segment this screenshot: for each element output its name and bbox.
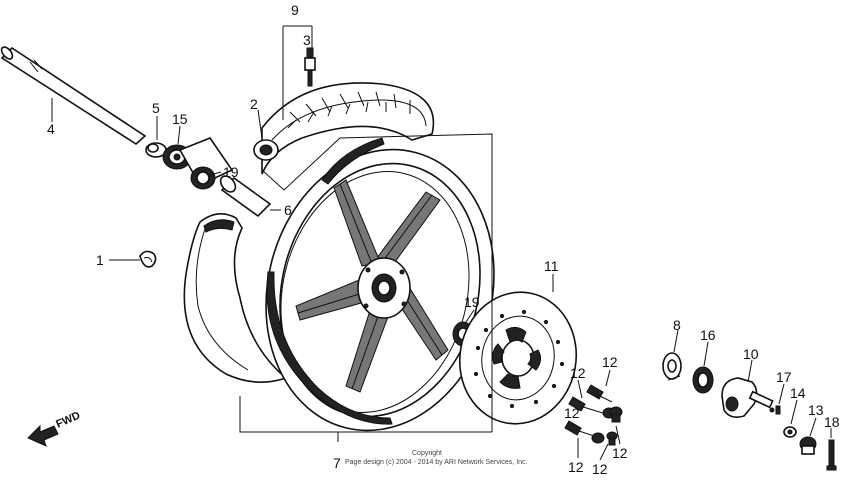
callout-12a: 12 [602,354,618,370]
copyright-line-1: Copyright [412,450,442,457]
disc-bolt-3[interactable] [609,406,623,423]
callout-8: 8 [673,317,681,333]
callout-2: 2 [250,96,258,112]
callout-14: 14 [790,385,806,401]
callout-12f: 12 [592,461,608,477]
fwd-direction-arrow: FWD [27,410,82,447]
washer[interactable] [783,426,797,438]
callout-17: 17 [776,369,792,385]
callout-11: 11 [544,258,559,274]
dust-seal[interactable] [692,366,714,394]
callout-15: 15 [172,111,188,127]
copyright-line-2: Page design (c) 2004 - 2014 by ARI Netwo… [345,459,528,466]
tire[interactable] [253,82,435,175]
axle[interactable] [0,45,147,146]
retainer[interactable] [662,352,682,381]
callout-1: 1 [96,252,104,268]
copyright-notice: Copyright Page design (c) 2004 - 2014 by… [345,450,528,466]
callout-5: 5 [152,100,160,116]
callout-10: 10 [743,346,759,362]
speedometer-cable-fitting[interactable] [799,436,817,455]
distance-collar[interactable] [218,173,272,218]
callout-16: 16 [700,327,716,343]
callout-4: 4 [47,121,55,137]
brake-disc[interactable] [449,283,586,433]
tire-valve[interactable] [304,47,316,87]
callout-19a: 19 [223,164,239,180]
callout-12d: 12 [612,445,628,461]
callout-12b: 12 [570,365,586,381]
collar[interactable] [145,142,167,158]
callout-12c: 12 [564,405,580,421]
rim-band-clip[interactable] [139,250,157,268]
bearing-inner[interactable] [178,137,234,190]
callout-12e: 12 [568,459,584,475]
callout-19b: 19 [464,294,480,310]
callout-3: 3 [303,32,311,48]
disc-bolt-4[interactable] [564,420,605,444]
callout-13: 13 [808,402,824,418]
part-callouts: 1 2 3 4 5 6 7 8 9 10 11 12 12 12 12 12 1… [47,2,840,477]
speedometer-gearbox[interactable] [721,377,775,418]
fwd-label: FWD [54,410,82,431]
speedometer-screw[interactable] [826,439,837,471]
callout-6: 6 [284,202,292,218]
callout-18: 18 [824,414,840,430]
callout-9: 9 [291,2,299,18]
disc-bolt-5[interactable] [606,431,618,446]
leader-lines [51,25,832,461]
screw[interactable] [775,405,781,415]
disc-bolt-1[interactable] [586,384,613,403]
callout-7: 7 [333,455,341,471]
cast-wheel[interactable] [237,125,523,455]
